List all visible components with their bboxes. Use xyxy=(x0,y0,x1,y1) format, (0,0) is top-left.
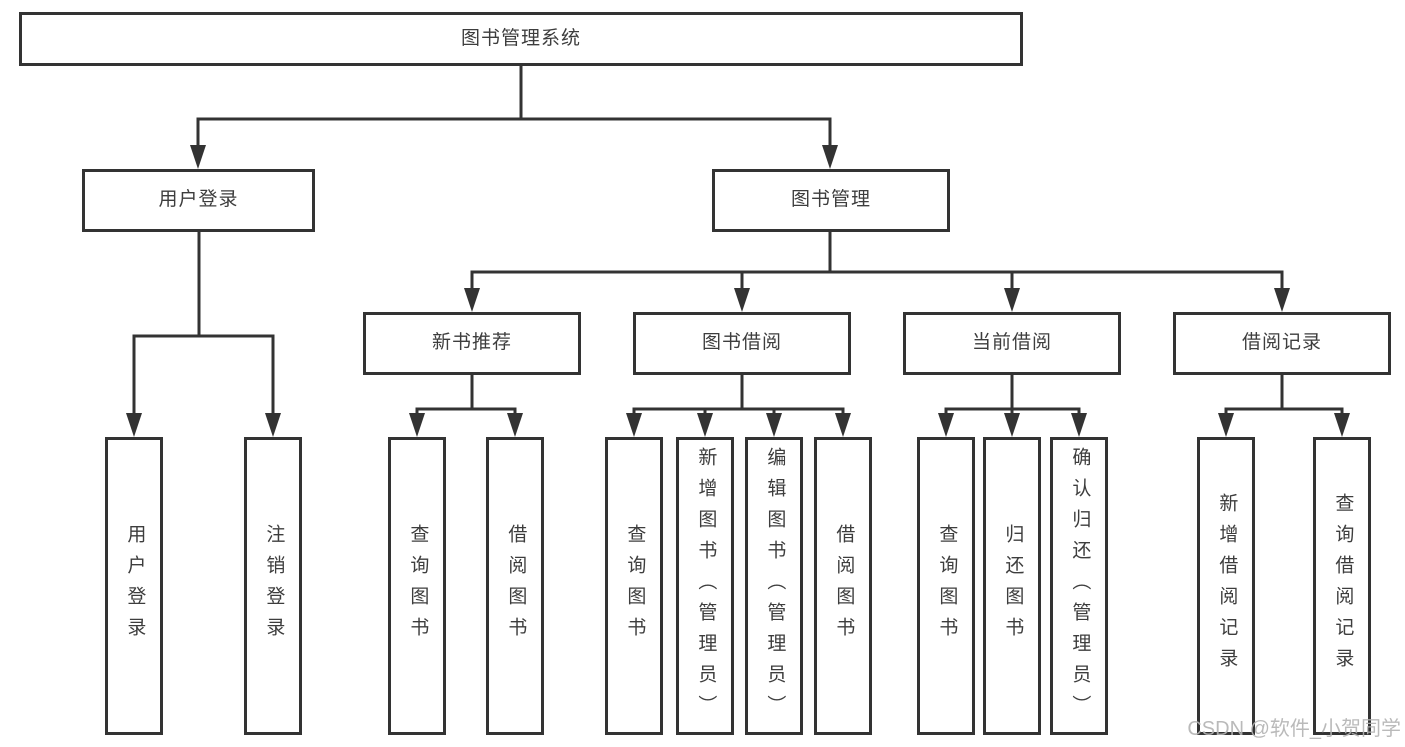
arrowhead xyxy=(626,413,642,437)
arrowhead xyxy=(734,288,750,312)
arrowhead xyxy=(766,413,782,437)
connector-book-borrowing-to-leaves xyxy=(626,375,851,437)
arrowhead xyxy=(507,413,523,437)
arrowhead xyxy=(126,413,142,437)
leaf-query-books-recommend: 查询图书 xyxy=(388,437,446,735)
leaf-query-books-current: 查询图书 xyxy=(917,437,975,735)
leaf-borrow-books-recommend: 借阅图书 xyxy=(486,437,544,735)
leaf-add-borrow-record: 新增借阅记录 xyxy=(1197,437,1255,735)
connector-new-book-to-leaves xyxy=(409,375,523,437)
leaf-add-books-admin: 新增图书（管理员） xyxy=(676,437,734,735)
arrowhead xyxy=(464,288,480,312)
arrowhead xyxy=(938,413,954,437)
arrowhead xyxy=(697,413,713,437)
node-borrowing-records: 借阅记录 xyxy=(1173,312,1391,375)
arrowhead xyxy=(1334,413,1350,437)
arrowhead xyxy=(1004,413,1020,437)
leaf-confirm-return-admin: 确认归还（管理员） xyxy=(1050,437,1108,735)
node-current-borrowing: 当前借阅 xyxy=(903,312,1121,375)
arrowhead xyxy=(190,145,206,169)
leaf-query-borrow-record: 查询借阅记录 xyxy=(1313,437,1371,735)
leaf-logout: 注销登录 xyxy=(244,437,302,735)
connector-root-to-level2 xyxy=(190,66,838,169)
leaf-user-login: 用户登录 xyxy=(105,437,163,735)
leaf-edit-books-admin: 编辑图书（管理员） xyxy=(745,437,803,735)
arrowhead xyxy=(1071,413,1087,437)
leaf-return-books: 归还图书 xyxy=(983,437,1041,735)
node-book-management: 图书管理 xyxy=(712,169,950,232)
connector-borrowing-records-to-leaves xyxy=(1218,375,1350,437)
connector-current-borrowing-to-leaves xyxy=(938,375,1087,437)
arrowhead xyxy=(409,413,425,437)
arrowhead xyxy=(1274,288,1290,312)
arrowhead xyxy=(1218,413,1234,437)
arrowhead xyxy=(822,145,838,169)
arrowhead xyxy=(265,413,281,437)
arrowhead xyxy=(1004,288,1020,312)
connector-book-management-to-level3 xyxy=(464,232,1290,312)
leaf-query-books-borrowing: 查询图书 xyxy=(605,437,663,735)
node-user-login: 用户登录 xyxy=(82,169,315,232)
node-book-borrowing: 图书借阅 xyxy=(633,312,851,375)
connector-user-login-to-leaves xyxy=(126,232,281,437)
arrowhead xyxy=(835,413,851,437)
node-library-system: 图书管理系统 xyxy=(19,12,1023,66)
leaf-borrow-books-borrowing: 借阅图书 xyxy=(814,437,872,735)
node-new-book-recommend: 新书推荐 xyxy=(363,312,581,375)
